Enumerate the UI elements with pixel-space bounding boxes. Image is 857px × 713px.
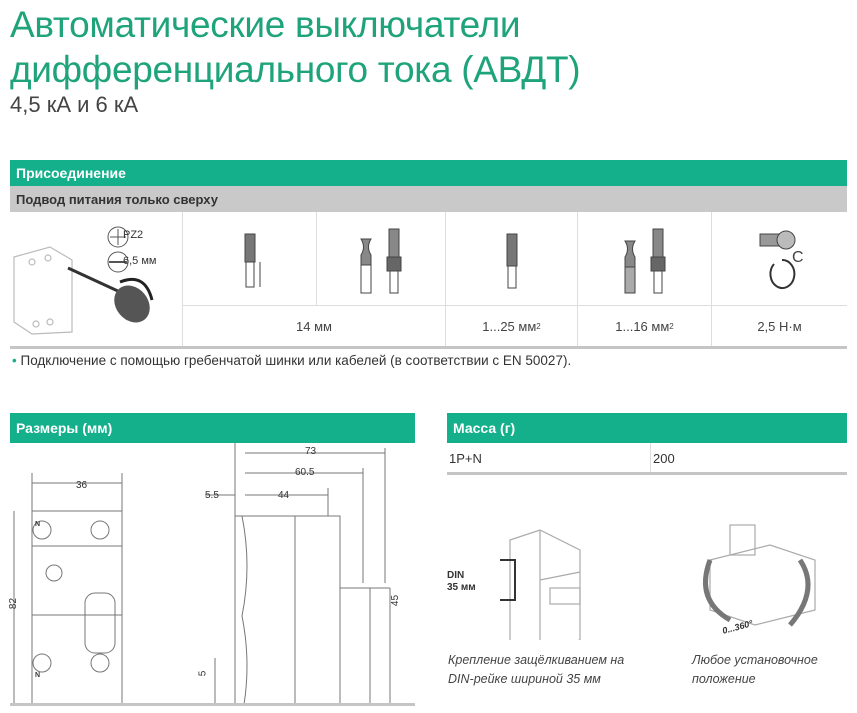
mass-value: 200 bbox=[653, 451, 675, 466]
dim-45: 45 bbox=[390, 594, 402, 607]
dim-5: 5 bbox=[197, 670, 209, 677]
sizes-header: Размеры (мм) bbox=[10, 413, 415, 443]
mass-type: 1P+N bbox=[449, 451, 482, 466]
din-rail-breaker-icon bbox=[500, 529, 581, 640]
dim-44: 44 bbox=[278, 490, 290, 501]
torque-symbol: C bbox=[792, 249, 804, 266]
neutral-label-bottom: N bbox=[35, 672, 41, 679]
din-label-1: DIN bbox=[447, 570, 465, 581]
torque-value: 2,5 Н·м bbox=[711, 306, 847, 346]
strip-length-value: 14 мм bbox=[182, 306, 445, 346]
dim-60-5: 60.5 bbox=[295, 467, 315, 478]
rotation-icon bbox=[703, 524, 816, 627]
torque-icon: C bbox=[711, 212, 847, 305]
caption-din: Крепление защёлкиванием на DIN-рейке шир… bbox=[448, 653, 625, 686]
connection-subheader: Подвод питания только сверху bbox=[10, 186, 847, 212]
caption-position: Любое установочное положение bbox=[692, 653, 818, 686]
note-text: Подключение с помощью гребенчатой шинки … bbox=[20, 353, 572, 368]
dim-width: 36 bbox=[76, 480, 88, 491]
solid-wire-small-icon bbox=[445, 212, 577, 305]
value-text: 1...25 мм bbox=[482, 318, 537, 334]
ferrule-wire-icon bbox=[577, 212, 711, 305]
connection-note: • Подключение с помощью гребенчатой шинк… bbox=[12, 353, 572, 368]
flat-blade-label: 6,5 мм bbox=[123, 255, 157, 267]
mass-row: 1P+N 200 bbox=[447, 443, 847, 473]
screwdriver-illustration bbox=[10, 212, 182, 346]
title-line-2: дифференциального тока (АВДТ) bbox=[10, 49, 581, 90]
neutral-label-top: N bbox=[35, 521, 41, 528]
mass-header: Масса (г) bbox=[447, 413, 847, 443]
dimension-drawing bbox=[13, 443, 391, 705]
dim-depth: 73 bbox=[305, 446, 317, 457]
value-text: 1...16 мм bbox=[615, 318, 670, 334]
connection-header: Присоединение bbox=[10, 160, 847, 186]
sup: 2 bbox=[669, 321, 674, 331]
breaker-screwdriver-icon bbox=[13, 226, 154, 335]
stranded-wire-icon bbox=[316, 212, 445, 305]
page-subtitle: 4,5 кА и 6 кА bbox=[10, 92, 139, 117]
din-label-2: 35 мм bbox=[447, 582, 476, 593]
dim-5-5: 5.5 bbox=[205, 490, 219, 501]
solid-wire-icon bbox=[182, 212, 316, 305]
title-line-1: Автоматические выключатели bbox=[10, 4, 521, 45]
dim-height: 82 bbox=[8, 597, 20, 610]
pz2-label: PZ2 bbox=[123, 229, 144, 241]
sup: 2 bbox=[536, 321, 541, 331]
